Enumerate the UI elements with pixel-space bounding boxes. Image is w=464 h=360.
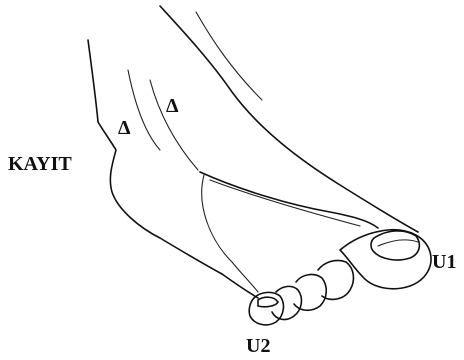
strap-line bbox=[202, 175, 258, 292]
ankle-crease bbox=[128, 70, 160, 150]
triangle-marker-1: Δ bbox=[118, 117, 131, 139]
strap-line-2 bbox=[210, 180, 360, 226]
label-kayit: KAYIT bbox=[8, 153, 72, 175]
tendon-line bbox=[150, 80, 198, 170]
leg-front-outline bbox=[160, 6, 418, 232]
leg-back-outline bbox=[88, 40, 222, 274]
label-u2: U2 bbox=[246, 335, 270, 357]
second-toe-nail bbox=[258, 297, 278, 307]
label-u1: U1 bbox=[432, 251, 456, 273]
triangle-marker-2: Δ bbox=[166, 95, 179, 117]
foot-dorsum-outline bbox=[200, 172, 378, 228]
